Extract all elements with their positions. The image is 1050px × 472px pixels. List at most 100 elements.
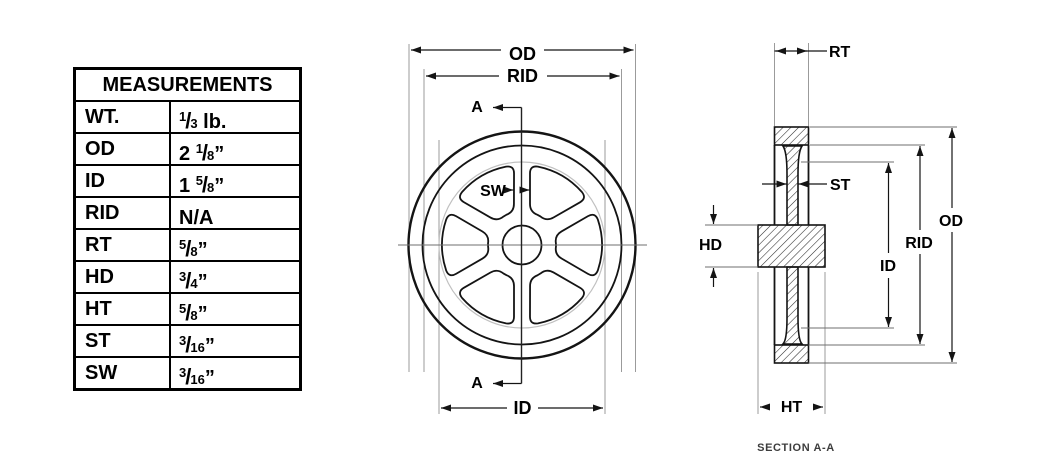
spoke-window [529,269,585,325]
hd-dimension: HD [699,205,758,287]
section-arrow-label: A [471,375,483,392]
table-row: RT 5/8” [76,230,299,262]
wheel-section-view: RT ST HD HT [699,43,963,454]
value-denominator: 8 [190,308,198,323]
value-suffix: ” [197,271,208,293]
rim-bottom-section [773,344,810,364]
value-whole: 2 [179,143,196,165]
table-row: WT. 1/3 lb. [76,102,299,134]
spoke-window [459,165,515,221]
value-denominator: 4 [190,276,198,291]
value-suffix: ” [204,335,215,357]
section-caption: SECTION A-A [757,442,835,454]
value-denominator: 16 [190,340,205,355]
value-slash: / [185,300,192,325]
hd-dimension-label: HD [699,237,722,254]
measurement-value: 3/16” [171,326,299,357]
value-numerator: 5 [195,173,203,188]
spoke-lower-section [781,266,804,345]
value-denominator: 8 [207,180,215,195]
dimension-connectors [801,126,957,364]
value-numerator: 3 [179,269,187,284]
measurement-label: RID [76,198,171,228]
wheel-front-view: OD RID ID [398,44,647,418]
value-whole: N/A [179,207,214,229]
measurement-label: WT. [76,102,171,132]
measurement-value: 1/3 lb. [171,102,299,133]
measurement-label: ST [76,326,171,356]
id-dimension-label: ID [514,398,532,418]
value-numerator: 1 [179,109,187,124]
hub-section [757,224,826,268]
measurement-label: SW [76,358,171,388]
value-suffix: ” [204,367,215,389]
table-row: SW 3/16” [76,358,299,389]
value-numerator: 5 [179,301,187,316]
table-row: RID N/A [76,198,299,230]
measurement-value: 3/16” [171,358,299,389]
value-slash: / [201,140,209,165]
od-dimension-section: OD [939,128,963,362]
table-row: HD 3/4” [76,262,299,294]
rt-dimension: RT [774,44,851,61]
value-slash: / [185,332,192,357]
sw-dimension: SW [480,183,530,200]
rid-section-label: RID [905,235,933,252]
st-dimension: ST [762,177,851,194]
section-arrow-bottom: A [471,375,522,392]
value-slash: / [185,364,192,389]
spoke-window [529,165,585,221]
measurement-label: ID [76,166,171,196]
value-suffix: ” [197,303,208,325]
measurement-value: 5/8” [171,230,299,261]
measurement-value: 1 5/8” [171,166,299,197]
value-slash: / [201,172,209,197]
value-suffix: ” [197,239,208,261]
rim-side-lines [773,145,810,345]
measurement-label: HD [76,262,171,292]
value-denominator: 8 [190,244,198,259]
table-row: OD 2 1/8” [76,134,299,166]
ht-dimension-label: HT [781,399,803,416]
od-section-label: OD [939,213,963,230]
table-row: ID 1 5/8” [76,166,299,198]
value-suffix: ” [214,175,225,197]
spoke-window [554,213,603,277]
od-dimension-front: OD [411,44,634,64]
table-row: ST 3/16” [76,326,299,358]
value-numerator: 3 [179,365,187,380]
rid-dimension-label: RID [507,66,538,86]
table-title: MEASUREMENTS [76,70,299,102]
id-dimension-section: ID [880,163,896,327]
rid-dimension-front: RID [426,66,620,86]
value-suffix: lb. [197,111,227,133]
measurement-label: OD [76,134,171,164]
spoke-upper-section [781,145,804,226]
measurement-value: 2 1/8” [171,134,299,165]
measurement-value: N/A [171,198,299,229]
section-arrow-label: A [471,99,483,116]
value-denominator: 8 [207,148,215,163]
rid-dimension-section: RID [905,146,933,344]
measurement-value: 5/8” [171,294,299,325]
value-numerator: 5 [179,237,187,252]
spoke-window [441,213,490,277]
spoke-window [459,269,515,325]
extension-lines-section [757,43,826,414]
value-slash: / [185,236,192,261]
st-dimension-label: ST [830,177,851,194]
extension-lines-front [408,44,636,414]
value-numerator: 1 [195,141,203,156]
value-whole: 1 [179,175,196,197]
value-slash: / [185,108,192,133]
od-dimension-label: OD [509,44,536,64]
measurement-label: RT [76,230,171,260]
id-section-label: ID [880,258,896,275]
measurement-value: 3/4” [171,262,299,293]
id-dimension-front: ID [441,398,603,418]
spoke-windows [441,165,603,325]
measurements-table: MEASUREMENTS WT. 1/3 lb. OD 2 1/8” ID 1 … [73,67,302,391]
rim-top-section [773,126,810,146]
